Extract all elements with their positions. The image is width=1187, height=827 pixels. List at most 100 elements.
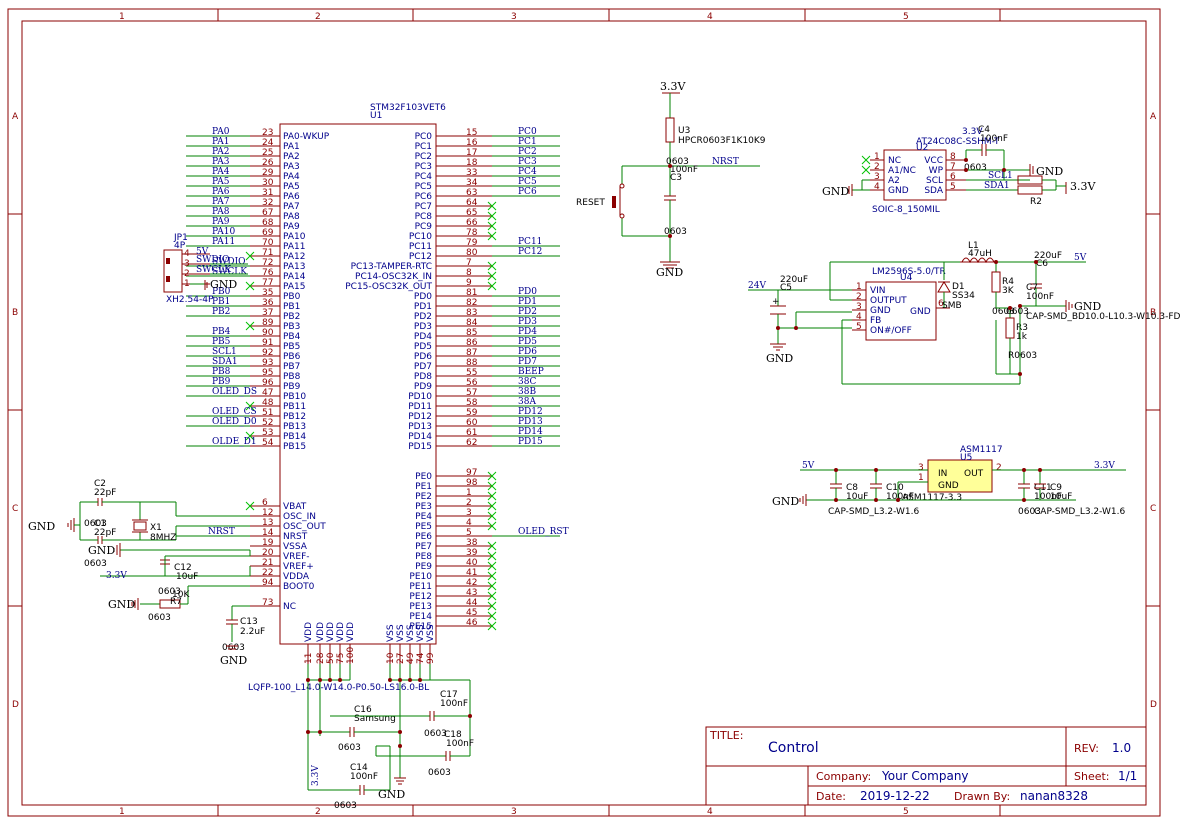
ldo-u5[interactable]: ASM1117 U5 IN OUT GND 3 1 2 ASM1117-3.3 … xyxy=(772,445,1126,517)
reset-circuit[interactable]: 3.3V U3 HPCR0603F1K10K9 NRST 0603 100nF … xyxy=(576,80,766,279)
eeprom-pin[interactable]: 7WP xyxy=(929,162,966,176)
mcu-u1[interactable]: STM32F103VET6 U1 LQFP-100_L14.0-W14.0-P0… xyxy=(186,103,569,693)
crystal-section[interactable]: X1 8MHZ C2 22pF 0603 C1 22pF 0603 GND GN… xyxy=(28,479,250,569)
connector-jp1[interactable]: JP1 4P XH2.54-4P 4 3 2 1 5V SWDIO SWCLK … xyxy=(163,233,248,305)
decoupling-section[interactable]: C16 Samsung 0603 C17 100nF 0603 C18 100n… xyxy=(306,664,474,811)
